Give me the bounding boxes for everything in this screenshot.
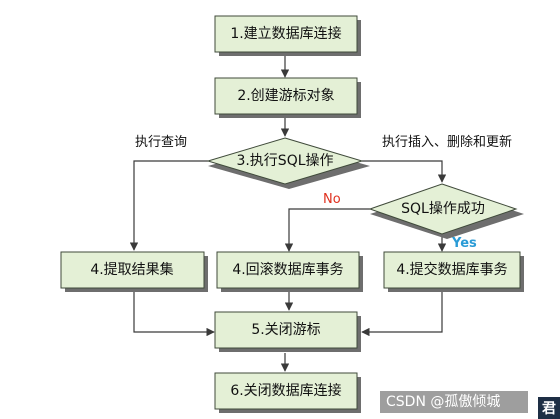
- edge-fetch-closecursor: [133, 290, 215, 337]
- node-rollback-label: 4.回滚数据库事务: [232, 261, 343, 278]
- edge-execute-success: [362, 160, 447, 183]
- node-close-conn: 6.关闭数据库连接: [214, 372, 361, 413]
- node-close-cursor-label: 5.关闭游标: [251, 322, 320, 338]
- watermark: CSDN @孤傲倾城: [380, 391, 528, 413]
- edge-commit-closecursor: [361, 290, 443, 337]
- node-cursor: 2.创建游标对象: [214, 77, 361, 118]
- edge-label-query: 执行查询: [135, 135, 187, 150]
- node-connect: 1.建立数据库连接: [214, 15, 361, 56]
- corner-glyph: 君: [541, 401, 556, 417]
- node-fetch-label: 4.提取结果集: [90, 261, 173, 278]
- node-success-label: SQL操作成功: [401, 201, 485, 217]
- node-success: SQL操作成功: [368, 183, 524, 239]
- edge-label-no: No: [323, 192, 341, 207]
- node-commit-label: 4.提交数据库事务: [396, 261, 507, 278]
- node-close-cursor: 5.关闭游标: [214, 311, 361, 352]
- node-commit: 4.提交数据库事务: [383, 251, 524, 292]
- edge-success-rollback: [284, 208, 370, 252]
- edge-label-modify: 执行插入、删除和更新: [382, 134, 512, 150]
- node-execute-label: 3.执行SQL操作: [236, 153, 333, 169]
- edge-label-yes: Yes: [451, 236, 477, 251]
- node-cursor-label: 2.创建游标对象: [237, 88, 334, 104]
- node-connect-label: 1.建立数据库连接: [230, 25, 341, 42]
- node-rollback: 4.回滚数据库事务: [216, 251, 363, 292]
- node-fetch: 4.提取结果集: [60, 251, 208, 292]
- corner-badge: 君: [538, 397, 560, 419]
- node-execute: 3.执行SQL操作: [206, 137, 370, 189]
- node-close-conn-label: 6.关闭数据库连接: [230, 382, 341, 399]
- watermark-text: CSDN @孤傲倾城: [386, 394, 500, 410]
- edge-execute-fetch: [129, 160, 208, 251]
